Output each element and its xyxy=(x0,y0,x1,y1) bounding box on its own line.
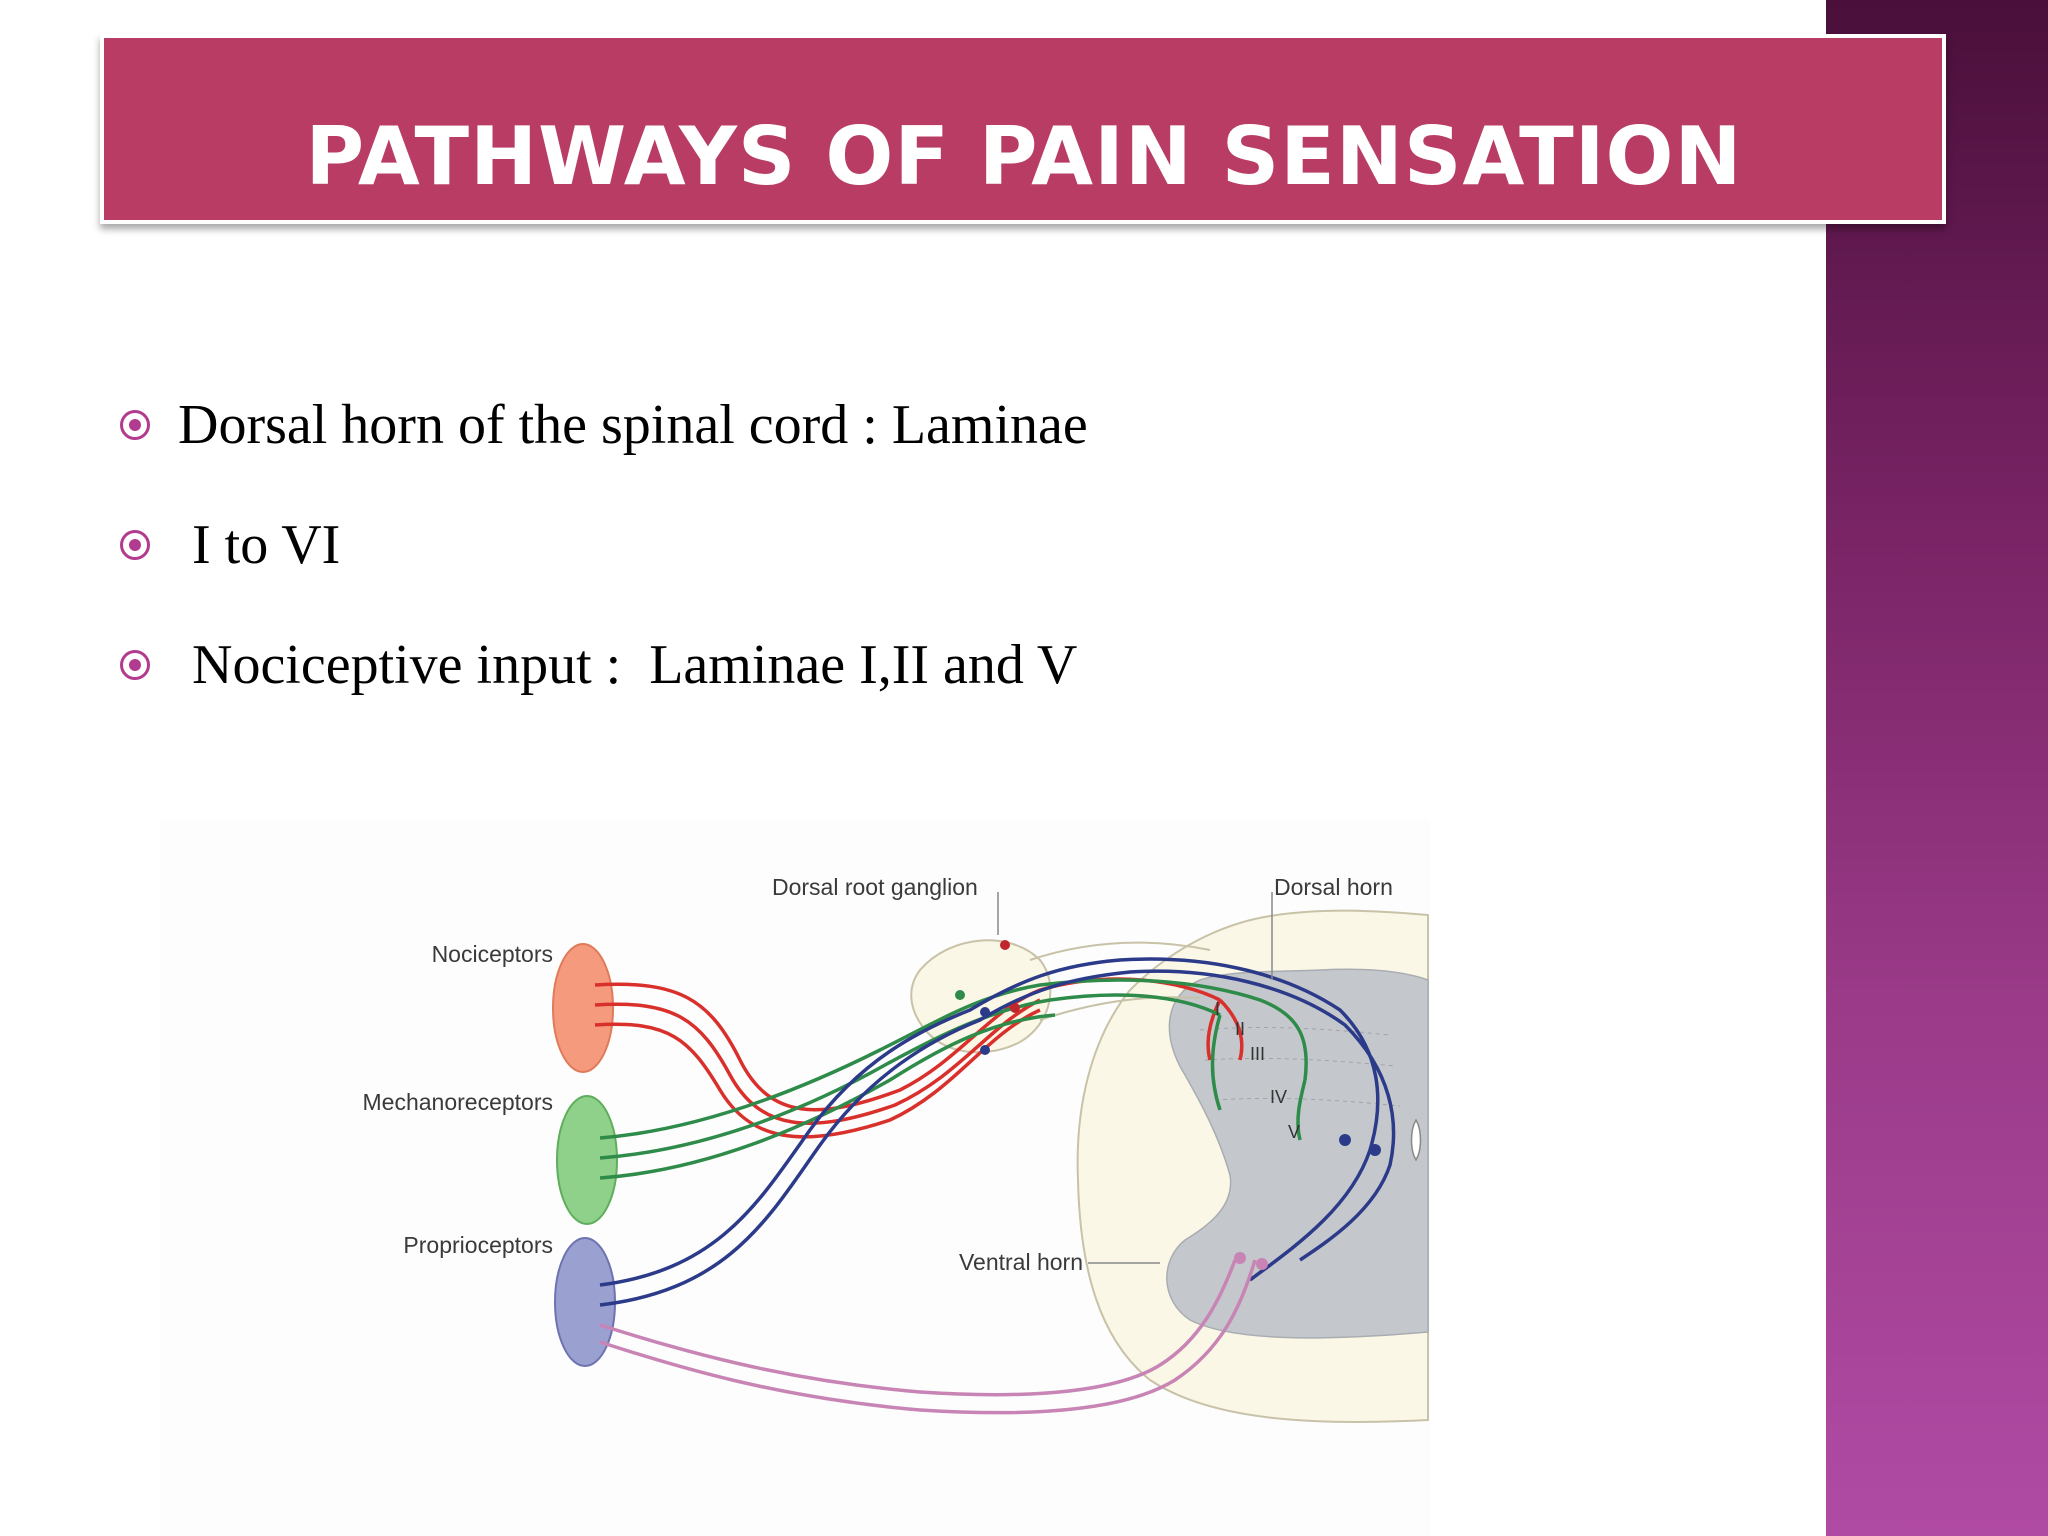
lamina-label: IV xyxy=(1270,1087,1287,1107)
dorsal-horn-neuron xyxy=(1339,1134,1351,1146)
bullet-circle-icon xyxy=(120,410,150,440)
motor-neuron xyxy=(1256,1258,1268,1270)
ganglion-neuron xyxy=(1000,940,1010,950)
dorsal-horn-divider xyxy=(1199,1027,1391,1036)
bullet-text: I to VI xyxy=(178,514,341,576)
lamina-label: V xyxy=(1288,1122,1300,1142)
bullet-circle-icon xyxy=(120,530,150,560)
bullet-circle-icon xyxy=(120,650,150,680)
nociceptors-label: Nociceptors xyxy=(432,941,553,967)
ganglion-neuron xyxy=(980,1007,990,1017)
ganglion-neuron xyxy=(1010,1003,1020,1013)
central-canal-icon xyxy=(1410,1118,1422,1162)
lamina-label: I xyxy=(1215,999,1220,1019)
gray-matter xyxy=(1166,968,1429,1339)
motor-neuron xyxy=(1234,1252,1246,1264)
bullet-text: Dorsal horn of the spinal cord : Laminae xyxy=(178,394,1088,456)
mechanoreceptors-label: Mechanoreceptors xyxy=(363,1089,554,1115)
bullet-text: Nociceptive input : Laminae I,II and V xyxy=(178,634,1078,696)
proprioceptors-label: Proprioceptors xyxy=(403,1232,553,1258)
side-decorative-band xyxy=(1826,0,2048,1536)
motor-fibers xyxy=(599,1259,1257,1415)
mechanoreceptor-fibers xyxy=(599,978,1308,1180)
title-bar xyxy=(100,34,1946,224)
proprioceptor-receptor-icon xyxy=(554,1237,616,1367)
dorsal-root-ganglion-label: Dorsal root ganglion xyxy=(772,874,978,900)
dorsal-horn-label: Dorsal horn xyxy=(1274,874,1393,900)
lamina-label: III xyxy=(1250,1044,1265,1064)
slide-title: PATHWAYS OF PAIN SENSATION xyxy=(305,110,1743,203)
bullet-item: Dorsal horn of the spinal cord : Laminae xyxy=(120,390,1088,460)
diagram-svg: Dorsal root ganglion Dorsal horn Nocicep… xyxy=(363,874,1429,1423)
dorsal-root xyxy=(1029,941,1211,961)
ganglion-neuron xyxy=(980,1045,990,1055)
bullet-item: I to VI xyxy=(120,510,340,580)
lamina-label: II xyxy=(1235,1019,1245,1039)
pain-pathway-diagram: Dorsal root ganglion Dorsal horn Nocicep… xyxy=(160,820,1430,1536)
ganglion-neuron xyxy=(955,990,965,1000)
nociceptor-receptor-icon xyxy=(552,943,614,1073)
bullet-item: Nociceptive input : Laminae I,II and V xyxy=(120,630,1077,700)
dorsal-root xyxy=(1039,996,1201,1021)
mechanoreceptor-receptor-icon xyxy=(556,1095,618,1225)
dorsal-horn-neuron xyxy=(1369,1144,1381,1156)
ventral-horn-label: Ventral horn xyxy=(959,1249,1083,1275)
